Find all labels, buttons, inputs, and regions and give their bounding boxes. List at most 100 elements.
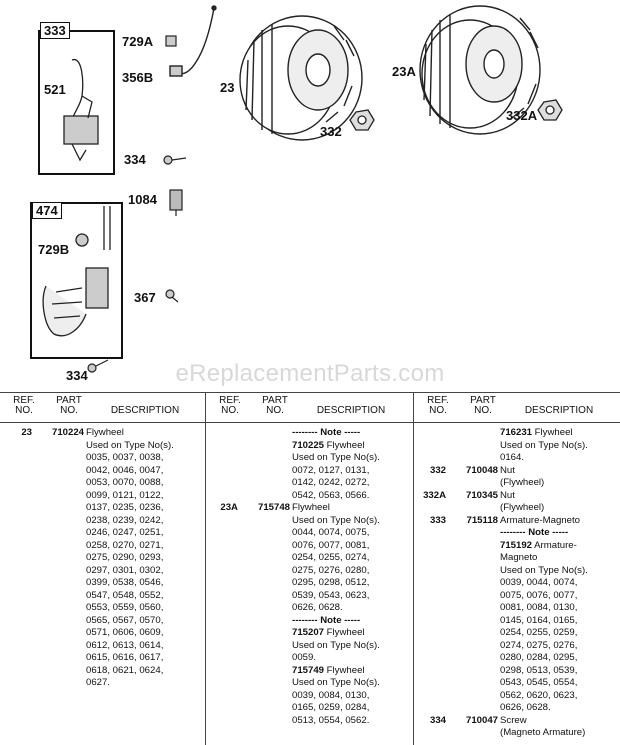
armature-333-drawing bbox=[63, 59, 99, 162]
table-row: 0626, 0628. bbox=[206, 602, 414, 615]
description: 0053, 0070, 0088, bbox=[86, 477, 164, 488]
table-row: 0076, 0077, 0081, bbox=[206, 540, 414, 553]
description: Used on Type No(s). bbox=[500, 564, 588, 576]
description: Nut bbox=[500, 489, 515, 501]
table-row: 0565, 0567, 0570, bbox=[0, 615, 205, 628]
table-row: 0298, 0513, 0539, bbox=[414, 665, 620, 678]
description: 715207 Flywheel bbox=[292, 627, 365, 640]
table-row: Used on Type No(s). bbox=[206, 452, 414, 465]
description: 0626, 0628. bbox=[292, 602, 343, 613]
exploded-view-drawing bbox=[42, 5, 563, 373]
description: 715749 Flywheel bbox=[292, 665, 365, 678]
table-row: 716231 Flywheel bbox=[414, 427, 620, 440]
ref-no-header: REF.NO. bbox=[13, 395, 35, 416]
table-row: 0562, 0620, 0623, bbox=[414, 690, 620, 703]
table-row: 0275, 0290, 0293, bbox=[0, 552, 205, 565]
description: 0626, 0628. bbox=[500, 702, 551, 713]
table-row: Used on Type No(s). bbox=[206, 640, 414, 653]
table-row: 0513, 0554, 0562. bbox=[206, 715, 414, 728]
part-no: 715748 bbox=[257, 502, 290, 513]
description: 0137, 0235, 0236, bbox=[86, 502, 164, 513]
description: 0145, 0164, 0165, bbox=[500, 614, 578, 626]
description: Used on Type No(s). bbox=[292, 677, 380, 688]
description: 0618, 0621, 0624, bbox=[86, 664, 164, 676]
table-row: Used on Type No(s). bbox=[414, 565, 620, 578]
ref-no: 23A bbox=[220, 502, 238, 513]
description-header: DESCRIPTION bbox=[524, 405, 594, 416]
alt-part-no: 710225 bbox=[292, 439, 325, 451]
part-no: 710224 bbox=[51, 427, 84, 438]
description: 0298, 0513, 0539, bbox=[500, 664, 578, 676]
table-row: 0254, 0255, 0259, bbox=[414, 627, 620, 640]
table-row: 0275, 0276, 0280, bbox=[206, 565, 414, 578]
description: (Magneto Armature) bbox=[500, 727, 586, 738]
description: -------- Note ----- bbox=[500, 527, 569, 538]
description: 0099, 0121, 0122, bbox=[86, 489, 164, 501]
callout-332a: 332A bbox=[506, 108, 538, 123]
description: 710225 Flywheel bbox=[292, 440, 365, 453]
table-row: 0035, 0037, 0038, bbox=[0, 452, 205, 465]
part-no: 710048 bbox=[465, 464, 498, 476]
table-row: 0543, 0545, 0554, bbox=[414, 677, 620, 690]
table-row: 0254, 0255, 0274, bbox=[206, 552, 414, 565]
description: 0542, 0563, 0566. bbox=[292, 489, 370, 501]
alt-part-no: 715192 bbox=[500, 539, 533, 551]
callout-356b: 356B bbox=[122, 70, 154, 85]
description: 0539, 0543, 0623, bbox=[292, 589, 370, 601]
description: 0275, 0276, 0280, bbox=[292, 564, 370, 576]
table-row: -------- Note ----- bbox=[206, 427, 414, 440]
callout-23a: 23A bbox=[392, 64, 416, 79]
table-row: 0044, 0074, 0075, bbox=[206, 527, 414, 540]
callout-367: 367 bbox=[134, 290, 156, 305]
table-row: 0075, 0076, 0077, bbox=[414, 590, 620, 603]
description: (Flywheel) bbox=[500, 477, 545, 488]
description: 0612, 0613, 0614, bbox=[86, 639, 164, 651]
description: Magneto bbox=[500, 552, 538, 563]
table-row: 715749 Flywheel bbox=[206, 665, 414, 678]
table-row: -------- Note ----- bbox=[206, 615, 414, 628]
callout-521: 521 bbox=[44, 82, 66, 97]
table-row: 0099, 0121, 0122, bbox=[0, 490, 205, 503]
description: 0246, 0247, 0251, bbox=[86, 527, 164, 538]
description: Used on Type No(s). bbox=[500, 439, 588, 451]
callout-334-bottom: 334 bbox=[66, 368, 88, 383]
table-row: 0615, 0616, 0617, bbox=[0, 652, 205, 665]
table-row: 0280, 0284, 0295, bbox=[414, 652, 620, 665]
table-row: 715207 Flywheel bbox=[206, 627, 414, 640]
description: 0142, 0242, 0272, bbox=[292, 477, 370, 488]
ref-no: 333 bbox=[429, 514, 446, 526]
table-row: 0547, 0548, 0552, bbox=[0, 590, 205, 603]
table-row: 0238, 0239, 0242, bbox=[0, 515, 205, 528]
description: 0571, 0606, 0609, bbox=[86, 627, 164, 638]
ref-no: 23 bbox=[21, 427, 32, 438]
table-row: 710225 Flywheel bbox=[206, 440, 414, 453]
screw-334-bottom-drawing bbox=[87, 359, 109, 373]
table-row: 0258, 0270, 0271, bbox=[0, 540, 205, 553]
description: 0075, 0076, 0077, bbox=[500, 589, 578, 601]
description: Used on Type No(s). bbox=[292, 452, 380, 463]
table-row: 0612, 0613, 0614, bbox=[0, 640, 205, 653]
description: Used on Type No(s). bbox=[292, 639, 380, 651]
table-row: 0295, 0298, 0512, bbox=[206, 577, 414, 590]
table-row: 0042, 0046, 0047, bbox=[0, 465, 205, 478]
description: Used on Type No(s). bbox=[86, 439, 174, 451]
table-row: 0246, 0247, 0251, bbox=[0, 527, 205, 540]
table-row: 0145, 0164, 0165, bbox=[414, 615, 620, 628]
ref-no-header: REF.NO. bbox=[427, 395, 449, 416]
ref-no: 332A bbox=[423, 489, 446, 501]
description: 0627. bbox=[86, 677, 111, 688]
table-row: 0164. bbox=[414, 452, 620, 465]
armature-474-drawing bbox=[42, 206, 111, 337]
description-header: DESCRIPTION bbox=[110, 405, 180, 416]
description: 0039, 0044, 0074, bbox=[500, 577, 578, 588]
table-row: Used on Type No(s). bbox=[414, 440, 620, 453]
